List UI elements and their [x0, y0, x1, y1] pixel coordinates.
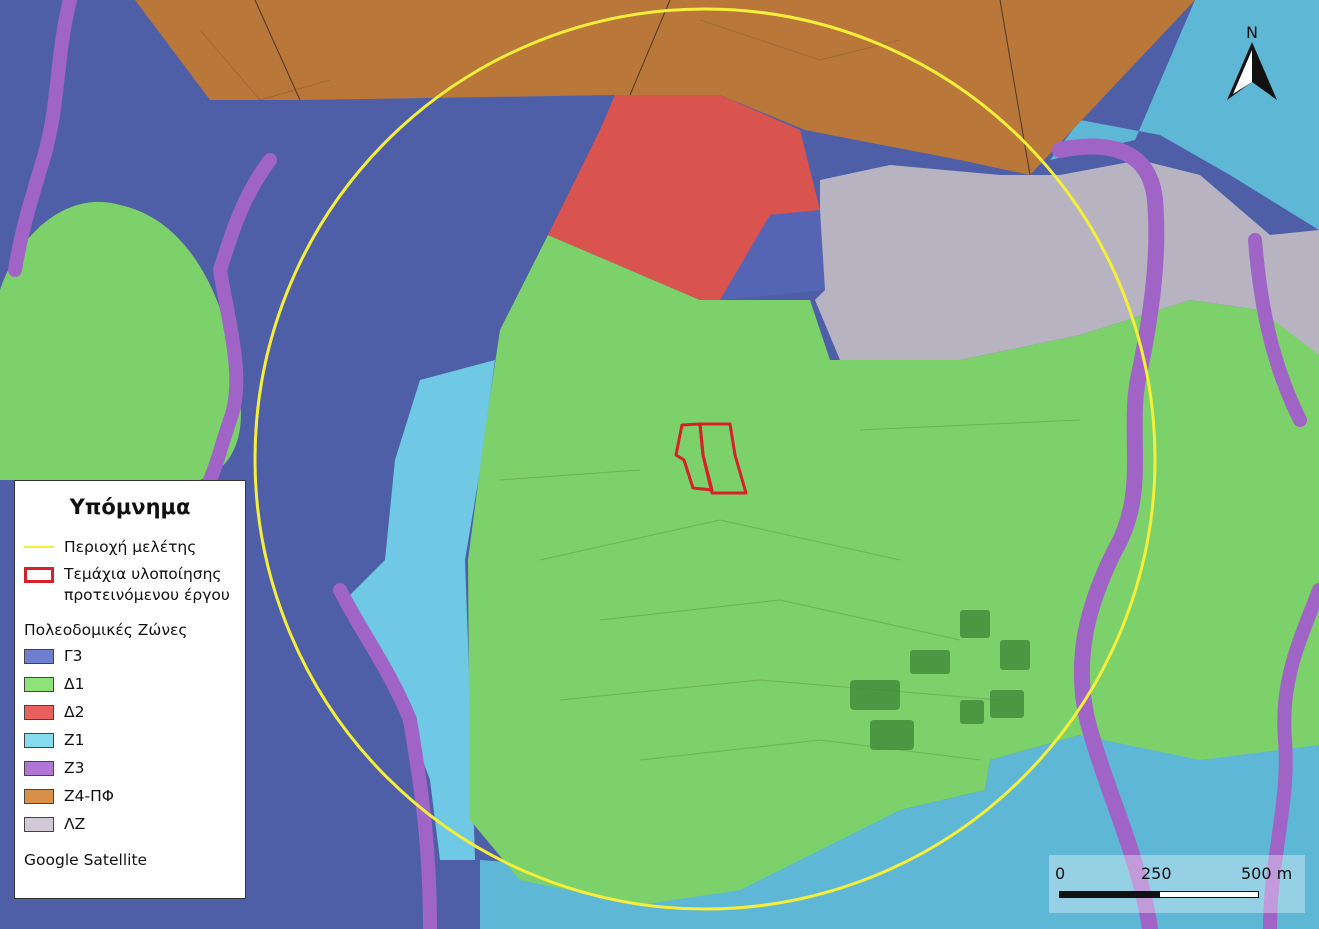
- zone-z3-stream-3: [1052, 138, 1165, 929]
- zone-z3-stream-1: [8, 0, 77, 277]
- zone-swatch: [24, 817, 54, 832]
- zone-swatch: [24, 677, 54, 692]
- ponds: [850, 610, 1030, 750]
- zone-boundaries: [254, 0, 1031, 176]
- scale-bar: 0 250 500 m: [1049, 855, 1305, 913]
- zone-lz: [815, 160, 1319, 360]
- zone-swatch: [24, 733, 54, 748]
- study-area-circle: [253, 7, 1157, 911]
- zone-d1-west: [0, 201, 241, 480]
- zone-z3-stream-2: [203, 153, 277, 487]
- legend-zones-heading: Πολεοδομικές Ζώνες: [24, 621, 188, 639]
- scale-label-250: 250: [1141, 864, 1172, 883]
- zone-d2: [548, 95, 820, 300]
- legend: Υπόμνημα Περιοχή μελέτης Τεμάχια υλοποίη…: [14, 480, 246, 899]
- scale-bar-black: [1059, 891, 1161, 898]
- zone-z3-stream-6: [333, 583, 437, 929]
- zone-z3-stream-5: [1263, 583, 1319, 929]
- zone-z3-stream-4: [1248, 233, 1307, 427]
- zone-z4-pf: [135, 0, 1195, 175]
- zone-d1-central: [468, 235, 1319, 905]
- scale-label-500: 500 m: [1241, 864, 1293, 883]
- study-area-line-symbol: [24, 546, 54, 548]
- legend-basemap: Google Satellite: [24, 851, 148, 869]
- project-parcels[interactable]: [674, 422, 748, 495]
- zone-swatch: [24, 705, 54, 720]
- north-arrow: N: [1221, 20, 1283, 106]
- north-label: N: [1246, 23, 1258, 42]
- zone-z1-strip: [345, 360, 495, 860]
- zone-swatch: [24, 789, 54, 804]
- zone-swatch: [24, 761, 54, 776]
- zone-g3-patch: [720, 210, 825, 300]
- project-parcel-symbol: [24, 567, 54, 583]
- legend-title: Υπόμνημα: [69, 495, 191, 519]
- scale-label-0: 0: [1055, 864, 1066, 883]
- scale-bar-white: [1159, 891, 1259, 898]
- texture: [199, 19, 1081, 761]
- zone-swatch: [24, 649, 54, 664]
